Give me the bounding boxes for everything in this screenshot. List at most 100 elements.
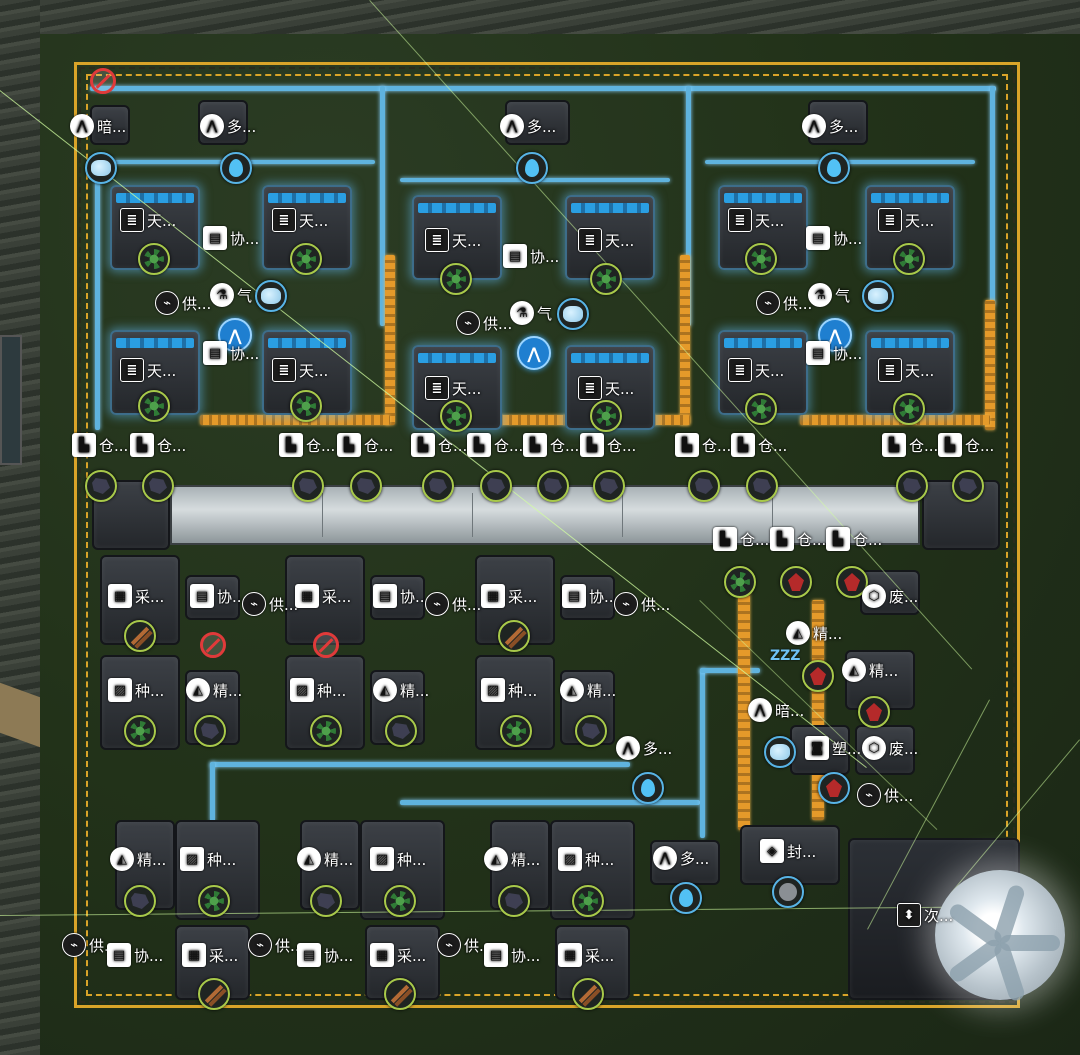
- sky-label[interactable]: ≣天...: [425, 227, 481, 253]
- assist-label[interactable]: ▤协...: [203, 340, 259, 366]
- assist-label[interactable]: ▤协...: [503, 243, 559, 269]
- refine-label[interactable]: ◭精...: [560, 677, 616, 703]
- storage-label[interactable]: ▙仓...: [72, 432, 128, 458]
- mine-label[interactable]: ▦采...: [182, 942, 238, 968]
- plant-label[interactable]: ▨种...: [370, 846, 426, 872]
- refine-label[interactable]: ◭精...: [297, 846, 353, 872]
- assist-label[interactable]: ▤协...: [806, 340, 862, 366]
- sky-label[interactable]: ≣天...: [425, 375, 481, 401]
- multi-label[interactable]: ⋀多...: [200, 113, 256, 139]
- sky-label[interactable]: ≣天...: [578, 375, 634, 401]
- plant-icon: ▨: [558, 847, 582, 871]
- no-entry-icon[interactable]: [200, 632, 226, 658]
- sky-label[interactable]: ≣天...: [878, 357, 934, 383]
- mine-label[interactable]: ▦采...: [558, 942, 614, 968]
- refine-label[interactable]: ◭精...: [110, 846, 166, 872]
- mine-label[interactable]: ▦采...: [295, 583, 351, 609]
- assist-label[interactable]: ▤协...: [484, 942, 540, 968]
- no-entry-icon[interactable]: [90, 68, 116, 94]
- storage-icon: ▙: [731, 433, 755, 457]
- sky-icon: ≣: [728, 208, 752, 232]
- storage-label[interactable]: ▙仓...: [580, 432, 636, 458]
- mine-label[interactable]: ▦采...: [481, 583, 537, 609]
- storage-label[interactable]: ▙仓...: [826, 526, 882, 552]
- assist-label[interactable]: ▤协...: [562, 583, 618, 609]
- storage-icon: ▙: [580, 433, 604, 457]
- mine-label[interactable]: ▦采...: [108, 583, 164, 609]
- assist-label[interactable]: ▤协...: [806, 225, 862, 251]
- sky-icon: ≣: [120, 358, 144, 382]
- storage-label[interactable]: ▙仓...: [411, 432, 467, 458]
- refine-label[interactable]: ◭精...: [186, 677, 242, 703]
- supply-label[interactable]: ⌁供...: [155, 290, 211, 316]
- assist-label[interactable]: ▤协...: [203, 225, 259, 251]
- sky-icon: ≣: [578, 228, 602, 252]
- core-reactor[interactable]: [935, 870, 1065, 1003]
- plastic-label[interactable]: ◙塑...: [805, 735, 861, 761]
- supply-label[interactable]: ⌁供...: [425, 591, 481, 617]
- assist-label[interactable]: ▤协...: [107, 942, 163, 968]
- blue-pipe: [990, 86, 995, 306]
- dark-label[interactable]: ⋀暗...: [70, 113, 126, 139]
- gas-label[interactable]: ⚗气: [510, 300, 552, 326]
- sky-label[interactable]: ≣天...: [120, 207, 176, 233]
- no-entry-icon[interactable]: [313, 632, 339, 658]
- assist-label[interactable]: ▤协...: [297, 942, 353, 968]
- supply-label[interactable]: ⌁供...: [756, 290, 812, 316]
- blue-pipe: [686, 86, 691, 326]
- plant-icon: [893, 393, 925, 425]
- sky-label[interactable]: ≣天...: [728, 357, 784, 383]
- plant-icon: [290, 390, 322, 422]
- multi-label[interactable]: ⋀多...: [653, 845, 709, 871]
- seal-label[interactable]: ◈封...: [760, 838, 816, 864]
- storage-label[interactable]: ▙仓...: [467, 432, 523, 458]
- ice-crystal-icon: [85, 152, 117, 184]
- storage-label[interactable]: ▙仓...: [731, 432, 787, 458]
- plant-label[interactable]: ▨种...: [290, 677, 346, 703]
- storage-label[interactable]: ▙仓...: [675, 432, 731, 458]
- supply-label[interactable]: ⌁供...: [614, 591, 670, 617]
- waste-label[interactable]: ⬡废...: [862, 735, 918, 761]
- supply-label[interactable]: ⌁供...: [242, 591, 298, 617]
- assist-label[interactable]: ▤协...: [373, 583, 429, 609]
- mine-label[interactable]: ▦采...: [370, 942, 426, 968]
- storage-label[interactable]: ▙仓...: [130, 432, 186, 458]
- dark-label[interactable]: ⋀暗...: [748, 697, 804, 723]
- gas-label[interactable]: ⚗气: [808, 282, 850, 308]
- multi-label[interactable]: ⋀多...: [616, 735, 672, 761]
- plant-machine[interactable]: [175, 820, 260, 920]
- assist-label[interactable]: ▤协...: [190, 583, 246, 609]
- refine-label[interactable]: ◭精...: [842, 657, 898, 683]
- sky-label[interactable]: ≣天...: [728, 207, 784, 233]
- sky-label[interactable]: ≣天...: [120, 357, 176, 383]
- refine-label[interactable]: ◭精...: [484, 846, 540, 872]
- plant-label[interactable]: ▨种...: [180, 846, 236, 872]
- refine-label[interactable]: ◭精...: [786, 620, 842, 646]
- sky-label[interactable]: ≣天...: [272, 207, 328, 233]
- storage-label[interactable]: ▙仓...: [337, 432, 393, 458]
- plant-label[interactable]: ▨种...: [108, 677, 164, 703]
- storage-label[interactable]: ▙仓...: [882, 432, 938, 458]
- storage-label[interactable]: ▙仓...: [938, 432, 994, 458]
- supply-label[interactable]: ⌁供...: [456, 310, 512, 336]
- waste-label[interactable]: ⬡废...: [862, 583, 918, 609]
- gas-label[interactable]: ⚗气: [210, 282, 252, 308]
- storage-label[interactable]: ▙仓...: [713, 526, 769, 552]
- storage-label[interactable]: ▙仓...: [770, 526, 826, 552]
- sky-label[interactable]: ≣天...: [272, 357, 328, 383]
- blue-emblem-icon[interactable]: ⋀: [517, 336, 551, 370]
- multi-label[interactable]: ⋀多...: [802, 113, 858, 139]
- multi-label[interactable]: ⋀多...: [500, 113, 556, 139]
- plant-label[interactable]: ▨种...: [558, 846, 614, 872]
- next-label[interactable]: ⬍次...: [897, 902, 953, 928]
- storage-label[interactable]: ▙仓...: [279, 432, 335, 458]
- refine-label[interactable]: ◭精...: [373, 677, 429, 703]
- sky-label[interactable]: ≣天...: [878, 207, 934, 233]
- supply-label[interactable]: ⌁供...: [248, 932, 304, 958]
- dark-machine[interactable]: [90, 105, 130, 145]
- sky-label[interactable]: ≣天...: [578, 227, 634, 253]
- storage-label[interactable]: ▙仓...: [523, 432, 579, 458]
- plant-label[interactable]: ▨种...: [481, 677, 537, 703]
- supply-label[interactable]: ⌁供...: [857, 782, 913, 808]
